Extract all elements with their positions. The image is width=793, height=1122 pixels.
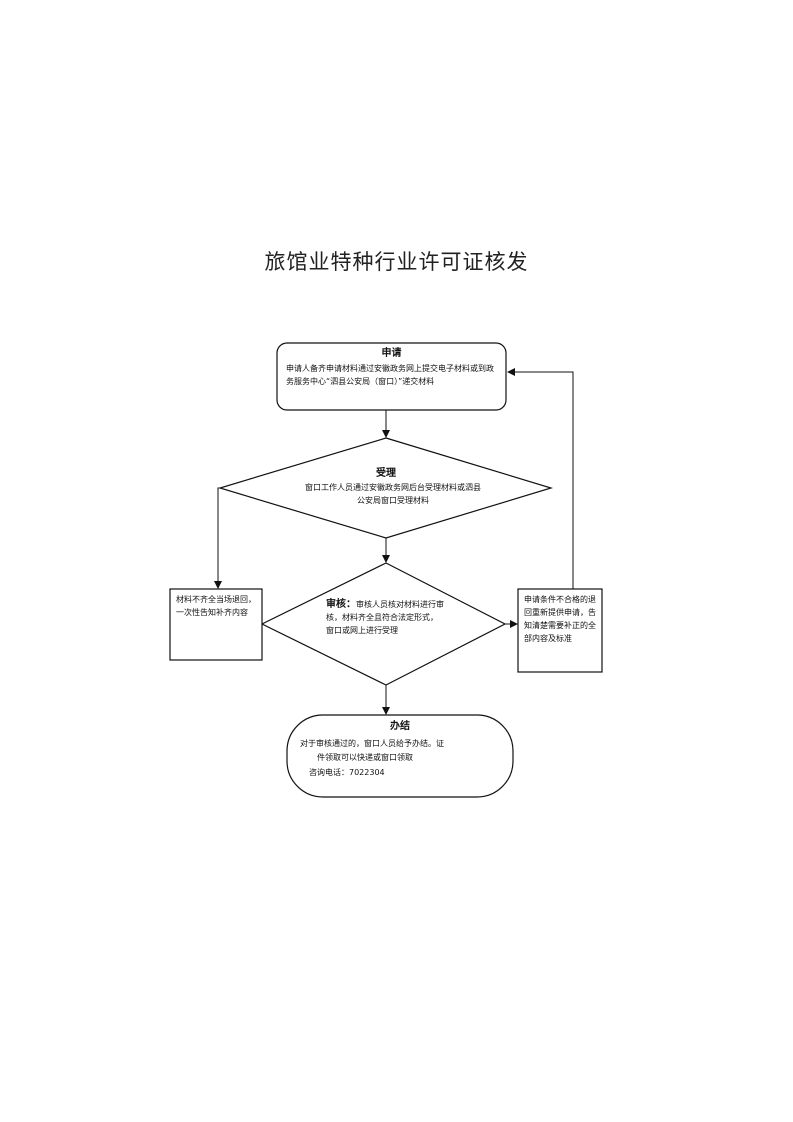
incomplete-box	[169, 588, 263, 661]
incomplete-body: 材料不齐全当场退回，一次性告知补齐内容	[176, 595, 256, 617]
apply-body: 申请人备齐申请材料通过安徽政务网上提交电子材料或到政务服务中心“泗县公安局（窗口…	[286, 364, 494, 386]
apply-box	[276, 342, 507, 411]
review-body: 审核人员核对材料进行审核，材料齐全且符合法定形式，窗口或网上进行受理	[326, 600, 444, 635]
done-line2: 件领取可以快递或窗口领取	[317, 753, 413, 762]
review-text: 审核：审核人员核对材料进行审核，材料齐全且符合法定形式，窗口或网上进行受理	[326, 598, 444, 637]
done-line1: 对于审核通过的，窗口人员给予办结。证	[300, 739, 444, 748]
apply-title: 申请	[381, 348, 402, 359]
done-phone: 咨询电话：7022304	[309, 768, 385, 777]
rejected-body: 申请条件不合格的退回重新提供申请，告知清楚需要补正的全部内容及标准	[524, 595, 596, 643]
arrow-rejected-to-apply	[507, 368, 574, 589]
review-title: 审核：	[326, 599, 356, 610]
arrow-accept-to-incomplete	[214, 487, 222, 589]
page-title: 旅馆业特种行业许可证核发	[264, 250, 529, 274]
done-title: 办结	[390, 721, 410, 732]
done-box	[286, 714, 514, 798]
accept-body: 窗口工作人员通过安徽政务网后台受理材料或泗县公安局窗口受理材料	[305, 483, 481, 505]
accept-title: 受理	[376, 468, 396, 479]
rejected-box	[517, 588, 603, 673]
